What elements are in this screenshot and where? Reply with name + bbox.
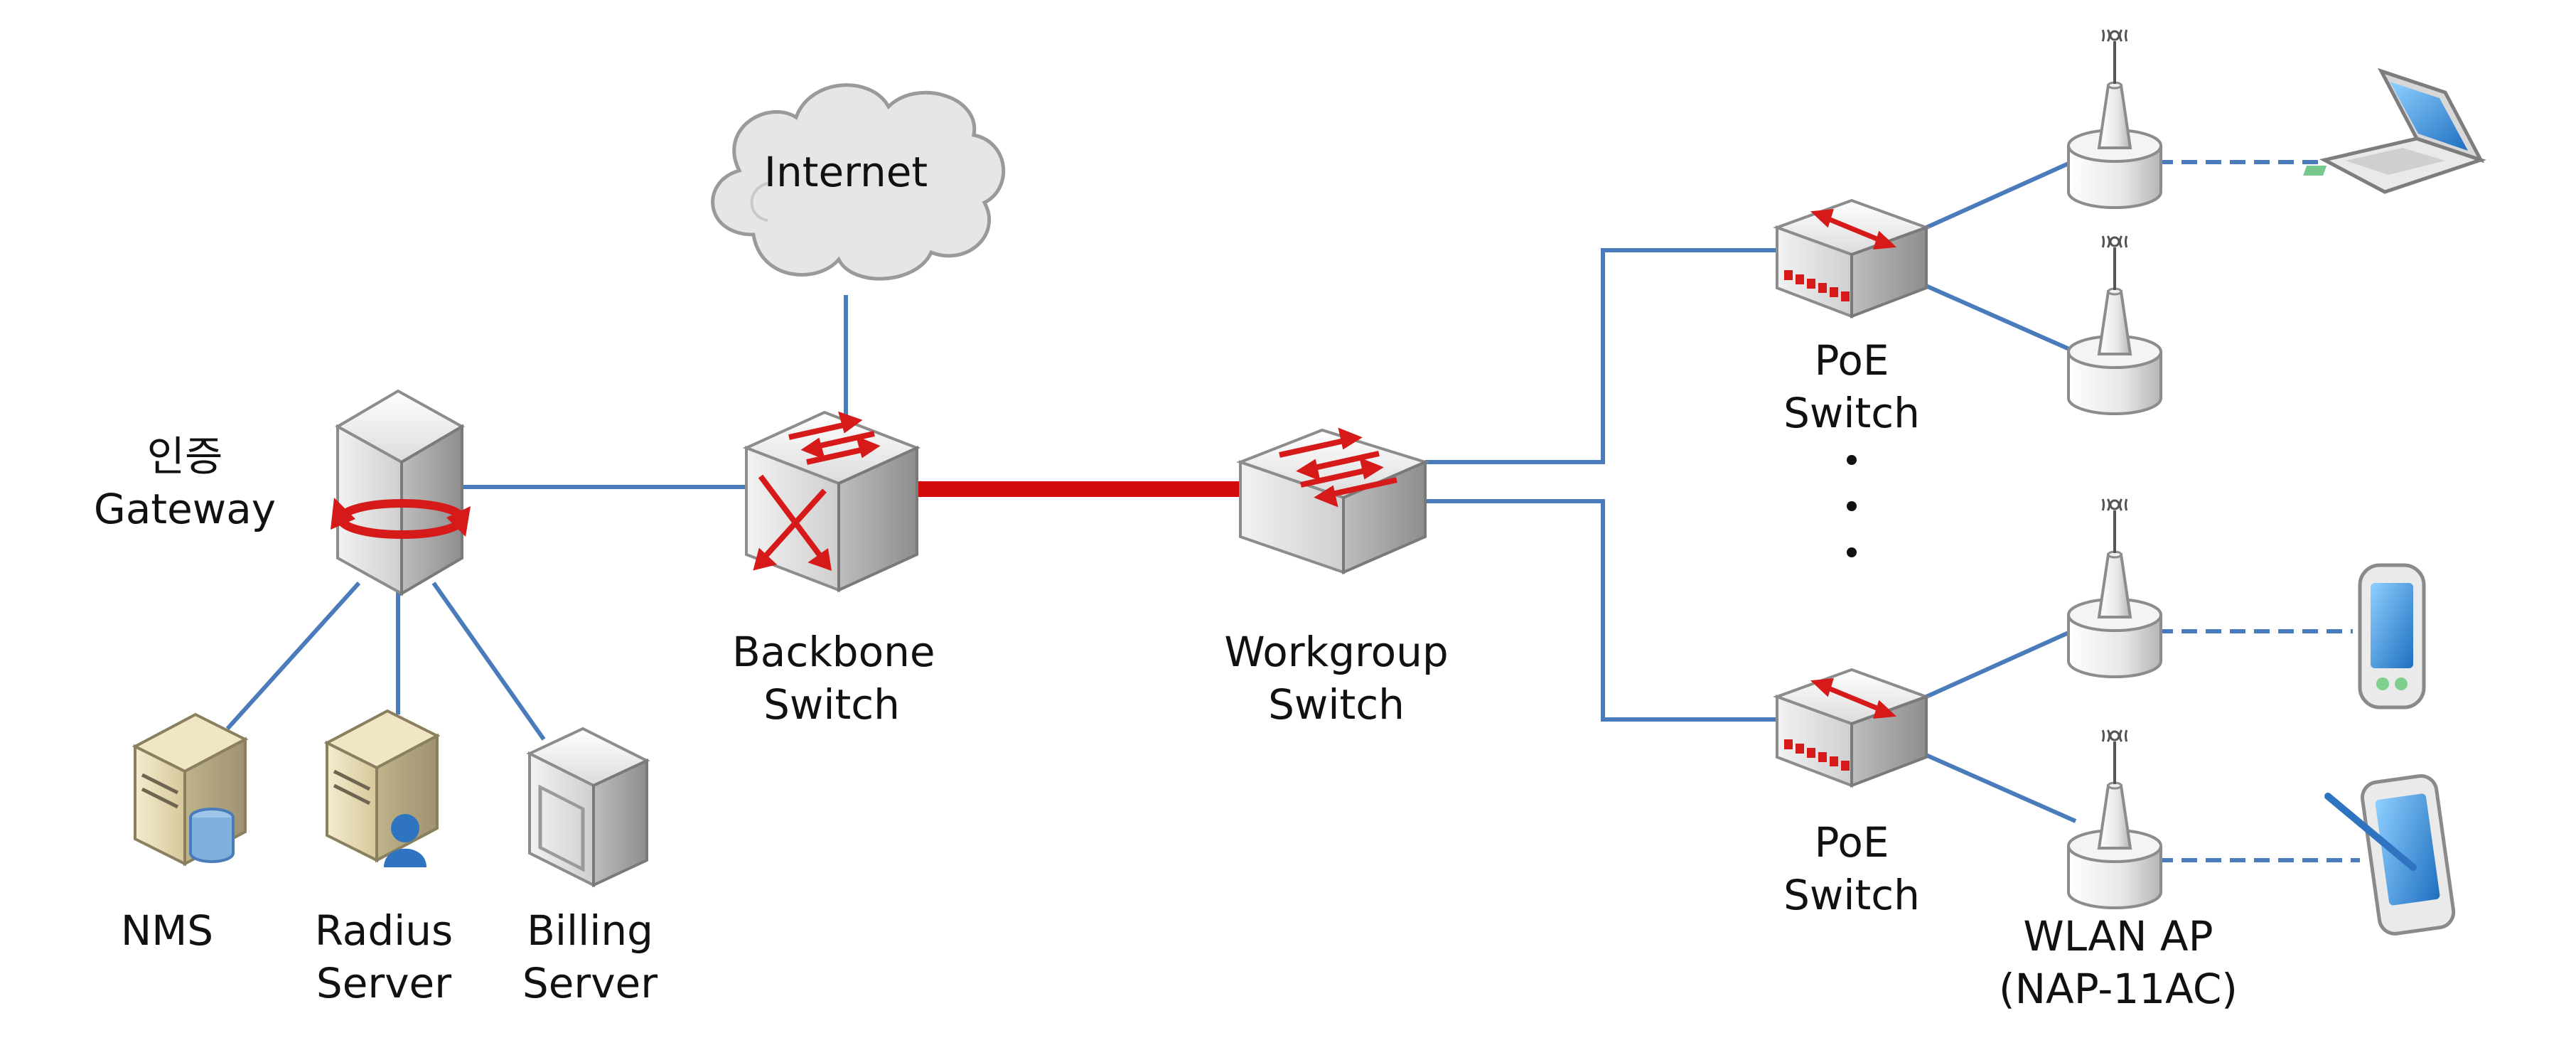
cloud-icon bbox=[711, 83, 1006, 281]
label-poe-switch-top: PoE Switch bbox=[1783, 336, 1920, 437]
router-switch-icon bbox=[742, 410, 921, 593]
workgroup-switch-icon bbox=[1236, 427, 1429, 575]
poe-switch-icon bbox=[1773, 668, 1931, 788]
link-poe2-ap4 bbox=[1921, 751, 2077, 823]
access-points bbox=[2067, 29, 2162, 909]
access-point-icon bbox=[2067, 29, 2162, 209]
wireless-links bbox=[2157, 160, 2360, 862]
link-poe2-ap3 bbox=[1925, 631, 2070, 699]
ellipsis-dot bbox=[1847, 455, 1857, 465]
link-workgroup-poe-bottom bbox=[1425, 499, 1777, 722]
server-tower-icon bbox=[331, 389, 471, 596]
link-gateway-nms bbox=[225, 581, 361, 731]
link-gateway-billing bbox=[431, 582, 546, 741]
access-point-icon bbox=[2067, 729, 2162, 909]
label-internet: Internet bbox=[763, 148, 928, 196]
links bbox=[225, 161, 2077, 823]
billing-appliance-icon bbox=[526, 727, 650, 888]
label-nms: NMS bbox=[120, 906, 214, 955]
label-workgroup-switch: Workgroup Switch bbox=[1224, 628, 1449, 729]
label-billing-server: Billing Server bbox=[522, 906, 658, 1007]
label-radius-server: Radius Server bbox=[314, 906, 454, 1007]
label-wlan-ap: WLAN AP (NAP-11AC) bbox=[1999, 912, 2238, 1013]
user-server-icon bbox=[323, 709, 441, 867]
access-point-icon bbox=[2067, 235, 2162, 415]
tablet-pen-icon bbox=[2324, 774, 2456, 936]
label-gateway: 인증 Gateway bbox=[93, 432, 277, 533]
smartphone-icon bbox=[2358, 563, 2426, 709]
ellipsis-dot bbox=[1847, 547, 1857, 557]
label-poe-switch-bottom: PoE Switch bbox=[1783, 818, 1920, 919]
link-workgroup-poe-top bbox=[1425, 248, 1777, 464]
poe-switch-icon bbox=[1773, 198, 1931, 318]
label-backbone-switch: Backbone Switch bbox=[732, 628, 935, 729]
link-poe1-ap1 bbox=[1925, 161, 2070, 230]
laptop-icon bbox=[2303, 68, 2486, 194]
link-poe1-ap2 bbox=[1921, 282, 2077, 354]
access-point-icon bbox=[2067, 498, 2162, 678]
ellipsis-dot bbox=[1847, 501, 1857, 511]
database-server-icon bbox=[132, 712, 249, 867]
